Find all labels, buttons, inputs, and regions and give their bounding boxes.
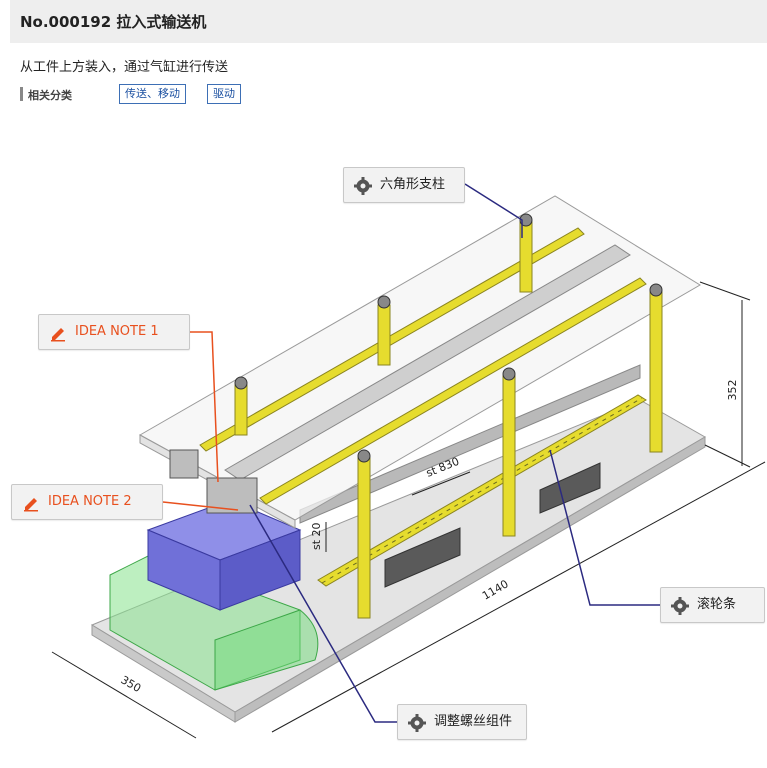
callout-idea-note-1[interactable]: IDEA NOTE 1 xyxy=(38,314,190,350)
leader-idea-note-2 xyxy=(162,501,239,511)
callout-idea-note-2-label: IDEA NOTE 2 xyxy=(48,494,132,509)
leader-idea-note-1 xyxy=(190,331,219,483)
pillar-cap-2 xyxy=(377,295,391,309)
tag-drive[interactable]: 驱动 xyxy=(207,84,241,104)
callout-roller-strip-label: 滚轮条 xyxy=(697,597,737,612)
leader-hex-pillar xyxy=(464,183,523,238)
page-title: No.000192 拉入式输送机 xyxy=(20,13,207,31)
hex-pillar-front-left xyxy=(357,457,371,619)
rail-back xyxy=(199,227,585,452)
gear-icon xyxy=(671,597,689,615)
center-guide-rail xyxy=(224,244,631,481)
hex-pillar-back-mid xyxy=(377,304,391,366)
workpiece-side xyxy=(219,529,301,611)
end-bracket xyxy=(169,449,199,479)
dim-width: 350 xyxy=(119,673,144,695)
related-label: 相关分类 xyxy=(28,89,72,102)
dim-stroke-830-line xyxy=(411,471,471,496)
tag-transfer[interactable]: 传送、移动 xyxy=(119,84,186,104)
pillar-cap-4 xyxy=(649,283,663,297)
pillar-cap-1 xyxy=(519,213,533,227)
dim-stroke-20: st 20 xyxy=(310,522,323,550)
pillar-cap-5 xyxy=(502,367,516,381)
pillar-cap-3 xyxy=(234,376,248,390)
callout-adjust-screw-label: 调整螺丝组件 xyxy=(434,714,513,729)
leader-adjust-screw xyxy=(249,504,397,723)
cylinder-block-2 xyxy=(539,462,601,514)
dim-length: 1140 xyxy=(480,577,511,602)
roller-strip-rollers xyxy=(321,397,643,584)
hex-pillar-front-mid xyxy=(502,375,516,537)
description: 从工件上方装入，通过气缸进行传送 xyxy=(20,60,229,75)
dim-height: 352 xyxy=(726,380,739,401)
lower-rail xyxy=(299,364,641,524)
pencil-icon xyxy=(51,328,65,342)
hex-pillar-back-left xyxy=(234,384,248,436)
base-plate-edge-side xyxy=(234,436,706,723)
title-bar: No.000192 拉入式输送机 xyxy=(10,0,767,43)
pillar-cap-6 xyxy=(357,449,371,463)
gear-icon xyxy=(408,714,426,732)
callout-roller-strip[interactable]: 滚轮条 xyxy=(660,587,765,623)
dim-height-ext-bottom xyxy=(704,444,751,468)
callout-idea-note-1-label: IDEA NOTE 1 xyxy=(75,324,159,339)
hex-pillar-front-right xyxy=(649,291,663,453)
callout-hex-pillar-label: 六角形支柱 xyxy=(380,177,446,192)
cylinder-block-1 xyxy=(384,527,461,588)
callout-adjust-screw[interactable]: 调整螺丝组件 xyxy=(397,704,527,740)
leader-roller-strip xyxy=(549,449,660,606)
gear-icon xyxy=(354,177,372,195)
dim-height-ext-top xyxy=(699,281,751,301)
callout-hex-pillar[interactable]: 六角形支柱 xyxy=(343,167,465,203)
rail-front xyxy=(259,277,647,505)
related-marker xyxy=(20,87,23,101)
callout-idea-note-2[interactable]: IDEA NOTE 2 xyxy=(11,484,163,520)
guide-curve xyxy=(214,609,319,691)
dim-width-line xyxy=(51,651,197,739)
pencil-icon xyxy=(24,498,38,512)
